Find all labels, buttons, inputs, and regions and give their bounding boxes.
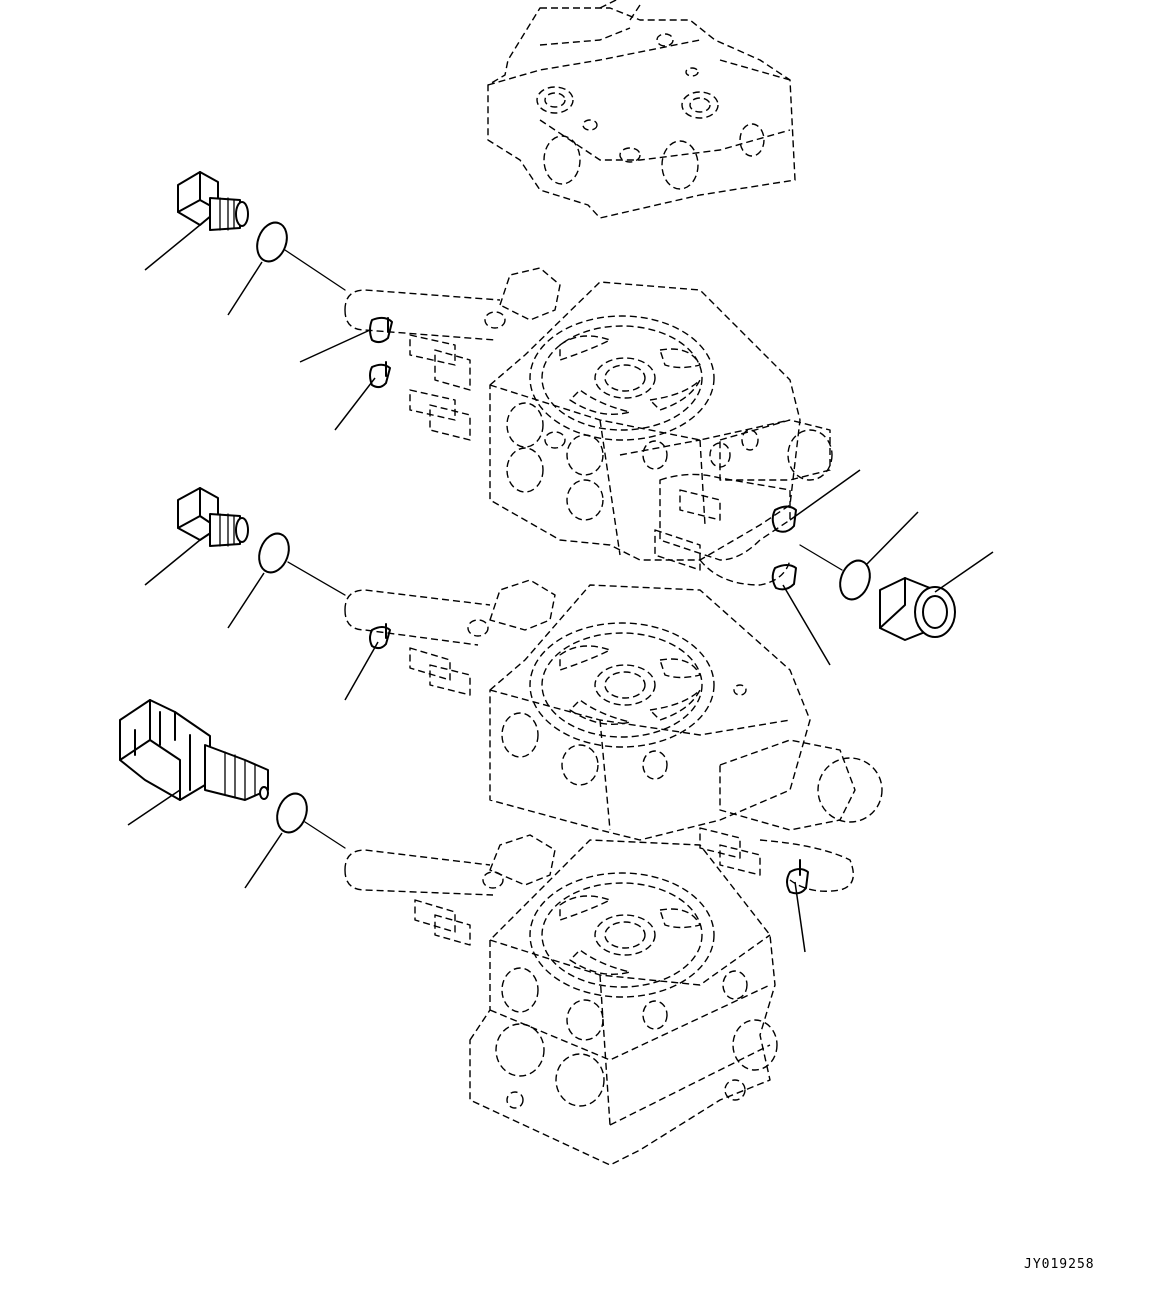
o-ring-upper-left: [256, 221, 288, 263]
figure-reference-code: JY019258: [1024, 1257, 1095, 1272]
plug-right: [879, 577, 956, 641]
plug-middle-left: [177, 487, 249, 547]
relief-valve-lower-left: [119, 699, 269, 801]
centerline-right: [799, 544, 843, 571]
clamp-1: [369, 316, 393, 344]
clamp-3: [369, 623, 391, 650]
plug-upper-left: [177, 171, 249, 231]
centerline-middle: [287, 561, 346, 596]
end-cover-block: [487, 0, 796, 219]
centerline-lower: [304, 821, 346, 849]
clamp-2: [369, 361, 391, 389]
leader-lines: [127, 224, 994, 953]
o-ring-right: [839, 559, 871, 601]
o-ring-lower-left: [276, 792, 308, 834]
valve-section-middle: [344, 579, 883, 892]
centerline-upper: [284, 249, 346, 291]
clamp-6: [786, 859, 809, 895]
valve-section-upper: [344, 267, 833, 586]
valve-section-lower: [344, 834, 778, 1166]
clamp-4: [771, 505, 797, 533]
o-ring-middle-left: [258, 532, 290, 574]
clamp-5: [771, 564, 797, 591]
